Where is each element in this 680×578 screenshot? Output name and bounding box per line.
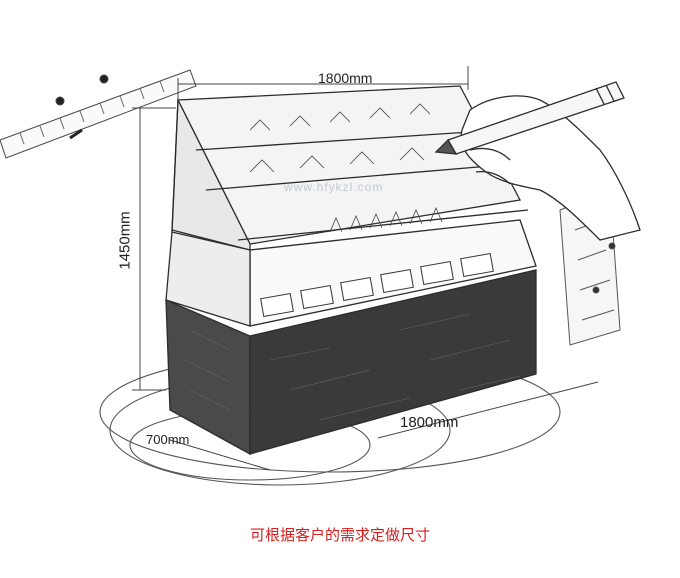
hand-with-pencil	[434, 81, 641, 241]
dimension-front-width: 1800mm	[400, 414, 459, 431]
dimension-depth: 700mm	[146, 432, 190, 447]
dimension-height: 1450mm	[116, 211, 134, 270]
display-cabinet	[165, 85, 537, 456]
ruler-left	[0, 69, 197, 159]
caption: 可根据客户的需求定做尺寸	[249, 526, 430, 544]
watermark-url: www.hfykzl.com	[284, 180, 384, 194]
dimension-lines	[132, 66, 599, 471]
dimension-top-width: 1800mm	[318, 70, 373, 86]
